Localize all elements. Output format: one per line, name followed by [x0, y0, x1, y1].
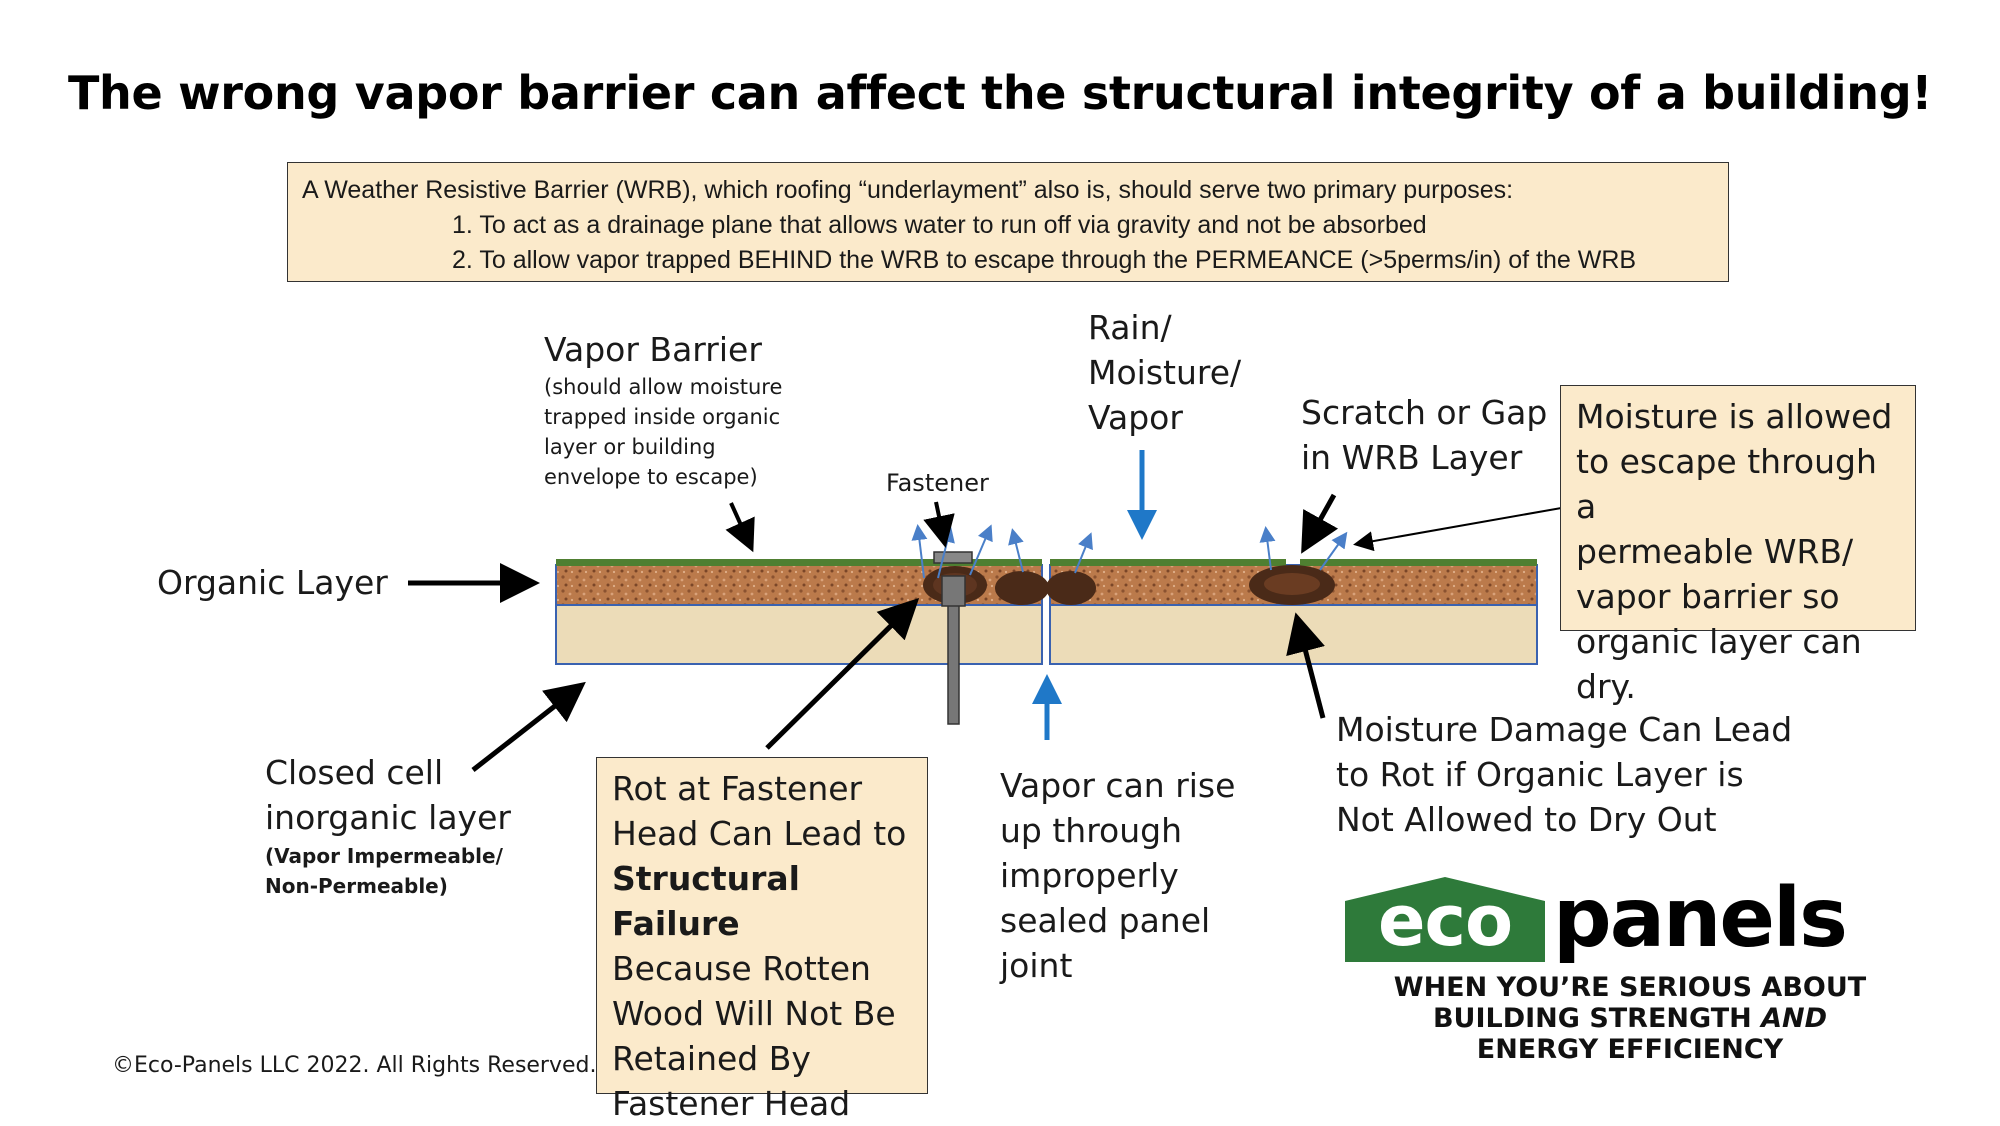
moisture-damage-arrow	[1286, 612, 1326, 719]
inorganic-layer-right	[1049, 603, 1538, 665]
moisture-escape-box: Moisture is allowed to escape through a …	[1560, 385, 1916, 706]
vapor-rise-label: Vapor can rise up through improperly sea…	[1000, 766, 1236, 985]
logo-eco: eco	[1377, 880, 1513, 962]
scratch-label: Scratch or Gap in WRB Layer	[1301, 393, 1548, 477]
rain-label: Rain/ Moisture/ Vapor	[1088, 308, 1242, 437]
wrb-layer-right-a	[1050, 559, 1286, 566]
fastener-label: Fastener	[886, 469, 989, 497]
logo-house-shape	[1345, 877, 1545, 962]
fastener-arrow	[923, 501, 955, 548]
scratch-arrow	[1301, 493, 1339, 554]
closed-cell-arrow	[471, 681, 586, 772]
moisture-damage-label: Moisture Damage Can Lead to Rot if Organ…	[1336, 710, 1793, 839]
logo-panels: panels	[1553, 871, 1848, 966]
eco-panels-logo: eco panels	[1345, 871, 1865, 966]
closed-cell-note: (Vapor Impermeable/ Non-Permeable)	[265, 844, 503, 898]
wrb-purpose-1: 1. To act as a drainage plane that allow…	[452, 211, 1427, 239]
vapor-barrier-label: Vapor Barrier	[544, 330, 762, 369]
tagline: WHEN YOU’RE SERIOUS ABOUT BUILDING STREN…	[1393, 972, 1867, 1065]
wrb-purpose-box: A Weather Resistive Barrier (WRB), which…	[287, 162, 1729, 282]
vapor-barrier-arrow	[725, 502, 755, 553]
closed-cell-label: Closed cell inorganic layer	[265, 753, 511, 837]
wrb-purpose-2: 2. To allow vapor trapped BEHIND the WRB…	[452, 246, 1637, 274]
wrb-layer-left	[556, 559, 1042, 566]
moisture-box-arrow	[1353, 506, 1568, 552]
wrb-purpose-intro: A Weather Resistive Barrier (WRB), which…	[302, 176, 1514, 204]
structural-failure-text: Structural Failure	[612, 859, 800, 943]
rot-warning-box: Rot at Fastener Head Can Lead to Structu…	[596, 757, 928, 1123]
wrb-layer-right-b	[1300, 559, 1537, 566]
diagram-title: The wrong vapor barrier can affect the s…	[67, 66, 1933, 120]
organic-layer-label: Organic Layer	[157, 563, 388, 602]
inorganic-layer-left	[555, 603, 1043, 665]
fastener	[933, 551, 973, 725]
rot-arrow	[765, 597, 920, 750]
vapor-barrier-note: (should allow moisture trapped inside or…	[544, 375, 783, 489]
copyright: ©Eco-Panels LLC 2022. All Rights Reserve…	[112, 1053, 597, 1078]
callout-arrows	[408, 493, 1568, 772]
rain-arrows	[1032, 450, 1157, 740]
